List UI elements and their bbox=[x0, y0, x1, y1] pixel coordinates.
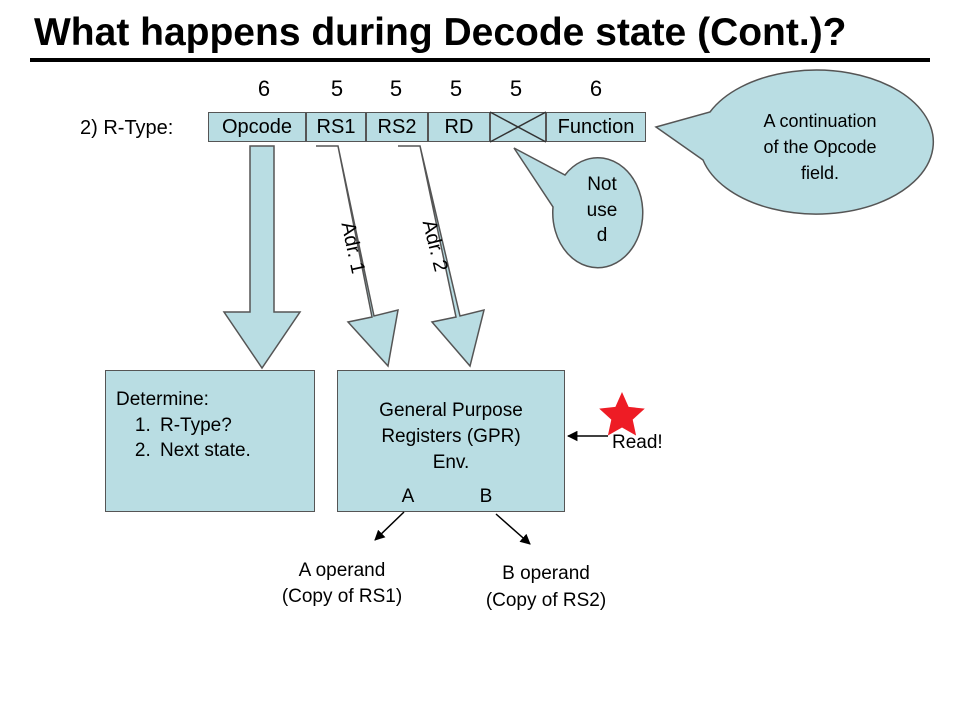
read-label: Read! bbox=[612, 432, 663, 453]
gpr-box bbox=[337, 370, 565, 512]
unused-cross-line bbox=[489, 111, 547, 143]
field-rd: RD bbox=[428, 112, 490, 142]
gpr-line: Registers (GPR) bbox=[381, 426, 521, 447]
callout-line: A continuation bbox=[763, 111, 877, 131]
gpr-port-b: B bbox=[479, 486, 493, 507]
page-title: What happens during Decode state (Cont.)… bbox=[34, 11, 847, 54]
a-operand-note: (Copy of RS1) bbox=[281, 586, 403, 607]
determine-box: Determine: R-Type? Next state. bbox=[105, 370, 315, 512]
star-icon bbox=[599, 392, 645, 436]
rs2-arrow bbox=[398, 145, 486, 368]
field-rs1: RS1 bbox=[306, 112, 366, 142]
callout-line: Not bbox=[587, 174, 617, 195]
bit-width-rs1: 5 bbox=[330, 76, 344, 101]
rs1-arrow bbox=[316, 145, 399, 368]
opcode-arrow bbox=[222, 145, 302, 370]
determine-item: R-Type? bbox=[156, 413, 304, 439]
r-type-label: 2) R-Type: bbox=[80, 117, 174, 139]
not-used-text: Not use d bbox=[560, 172, 644, 249]
adr1-label: Adr. 1 bbox=[337, 220, 369, 276]
callout-line: use bbox=[586, 199, 618, 221]
gpr-line: Env. bbox=[432, 452, 470, 473]
determine-item: Next state. bbox=[156, 438, 304, 464]
adr2-label: Adr. 2 bbox=[418, 218, 452, 274]
callout-line: of the Opcode bbox=[763, 137, 877, 158]
bit-width-unused: 5 bbox=[509, 76, 523, 101]
b-operand-note: (Copy of RS2) bbox=[485, 590, 607, 611]
bit-width-rd: 5 bbox=[449, 76, 463, 101]
field-opcode: Opcode bbox=[208, 112, 306, 142]
not-used-callout bbox=[513, 147, 644, 269]
callout-line: d bbox=[596, 225, 608, 247]
gpr-port-a: A bbox=[401, 486, 415, 507]
continuation-text: A continuation of the Opcode field. bbox=[720, 108, 920, 186]
gpr-line: General Purpose bbox=[379, 400, 523, 421]
field-function: Function bbox=[546, 112, 646, 142]
callout-line: field. bbox=[800, 163, 840, 184]
determine-heading: Determine: bbox=[116, 389, 209, 410]
bit-width-rs2: 5 bbox=[389, 76, 403, 101]
a-operand-label: A operand bbox=[298, 560, 386, 581]
bit-width-opcode: 6 bbox=[257, 76, 271, 101]
b-output-arrow bbox=[495, 513, 531, 545]
continuation-callout bbox=[654, 69, 935, 215]
determine-list: R-Type? Next state. bbox=[116, 413, 304, 464]
field-rs2: RS2 bbox=[366, 112, 428, 142]
a-output-arrow bbox=[374, 511, 405, 541]
title-underline bbox=[30, 58, 930, 62]
bit-width-function: 6 bbox=[589, 76, 603, 101]
b-operand-label: B operand bbox=[502, 563, 590, 584]
